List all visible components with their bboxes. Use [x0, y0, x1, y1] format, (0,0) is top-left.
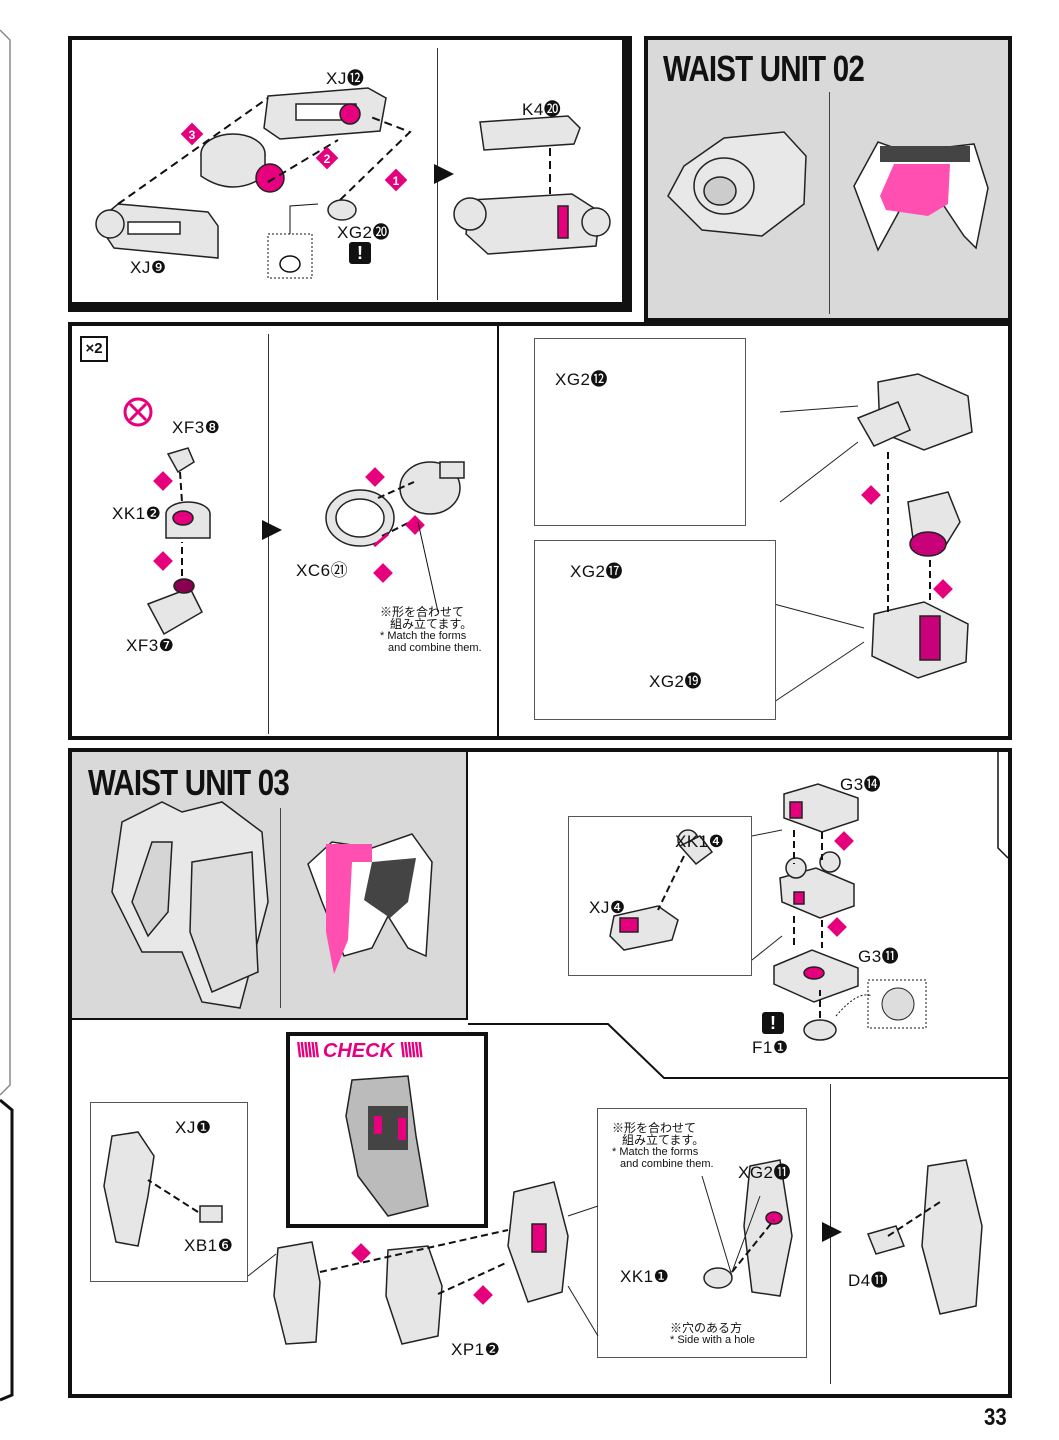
label-xc621: XC6㉑	[296, 561, 349, 580]
label-xb16: XB1❻	[184, 1236, 234, 1255]
panel4-parts-illustration	[103, 1131, 983, 1345]
label-xk14: XK1❹	[675, 832, 725, 851]
left-margin-frame	[0, 29, 14, 1402]
waist-unit-03-title: WAIST UNIT 03	[88, 762, 290, 803]
label-xp12: XP1❷	[451, 1340, 501, 1359]
label-xj1: XJ❶	[175, 1118, 212, 1137]
label-g314: G3⓮	[840, 775, 882, 794]
caution-icon-f1: !	[762, 1012, 784, 1034]
label-g311: G3⓫	[858, 947, 900, 966]
waist02-divider	[829, 92, 830, 314]
x2-badge: ×2	[80, 336, 108, 362]
label-xk12: XK1❷	[112, 504, 162, 523]
label-xk11: XK1❶	[620, 1267, 670, 1286]
label-d411: D4⓫	[848, 1271, 889, 1290]
label-xg219: XG2⓳	[649, 672, 703, 691]
label-xg220: XG2⓴	[337, 223, 391, 242]
waist-unit-02-title: WAIST UNIT 02	[663, 48, 865, 89]
inset-xg212	[534, 338, 746, 526]
label-xg212: XG2⓬	[555, 370, 609, 389]
inset-xg217	[534, 540, 776, 720]
label-xj4: XJ❹	[589, 898, 626, 917]
check-title: \\\\\\ CHECK \\\\\\	[296, 1040, 423, 1062]
page-number: 33	[984, 1404, 1007, 1431]
label-xf37: XF3❼	[126, 636, 175, 655]
side-with-hole-note: ※穴のある方 * Side with a hole	[670, 1321, 755, 1346]
label-xg217: XG2⓱	[570, 562, 624, 581]
svg-text:1: 1	[393, 174, 400, 188]
label-xf38: XF3❽	[172, 418, 221, 437]
label-f11: F1❶	[752, 1038, 789, 1057]
label-xg211: XG2⓫	[738, 1163, 792, 1182]
waist-unit-02-illustration	[667, 131, 989, 252]
caution-icon: !	[349, 242, 371, 264]
label-k420: K4⓴	[522, 100, 562, 119]
label-xj12: XJ⓬	[326, 69, 365, 88]
waist-unit-03-illustration	[111, 801, 433, 1009]
match-forms-note: ※形を合わせて 組み立てます。 * Match the forms and co…	[380, 605, 482, 654]
svg-text:3: 3	[189, 128, 196, 142]
label-xj9: XJ❾	[130, 258, 167, 277]
waist03-divider	[280, 808, 281, 1008]
panel2-divider-2	[497, 326, 499, 736]
svg-text:2: 2	[324, 152, 331, 166]
check-illustration	[345, 1075, 429, 1217]
panel1-parts-illustration: 3 2 1	[95, 87, 611, 279]
panel3-frame-lines	[468, 752, 1009, 1079]
inset-xk14	[568, 816, 752, 976]
match-forms-note-2: ※形を合わせて 組み立てます。 * Match the forms and co…	[612, 1121, 714, 1170]
panel3-parts-illustration	[609, 783, 927, 1041]
